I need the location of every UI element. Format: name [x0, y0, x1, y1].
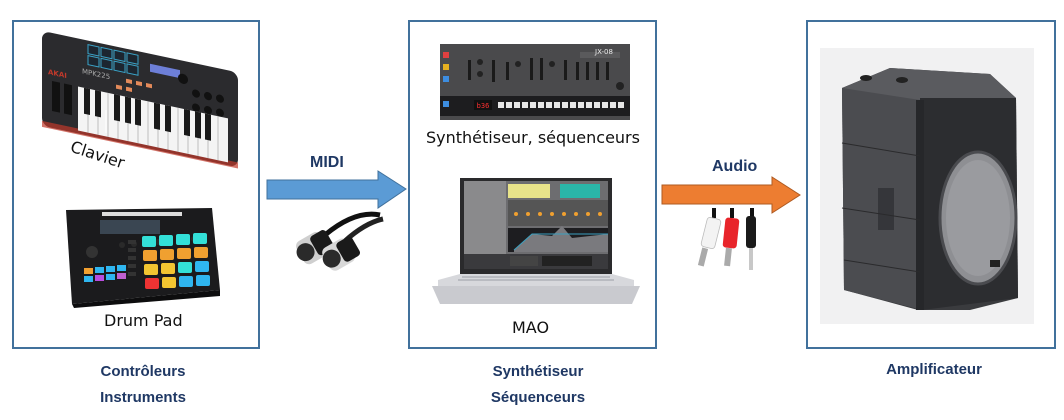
audio-arrow — [661, 176, 801, 214]
caption-synthesizer-line1: Synthétiseur — [492, 363, 584, 380]
caption-amplifier: Amplificateur — [864, 357, 1004, 383]
daw-label: MAO — [512, 318, 550, 337]
keyboard-brand: AKAI — [48, 67, 67, 80]
midi-keyboard-image: AKAI MPK225 — [42, 32, 238, 169]
synth-model: JX-08 — [594, 48, 613, 56]
synthesizer-image: JX-08 b36 — [440, 44, 630, 120]
synthesizer-label: Synthétiseur, séquenceurs — [426, 128, 640, 147]
caption-synthesizer-line2: Séquenceurs — [490, 389, 586, 406]
midi-arrow — [266, 170, 407, 209]
audio-cable-image — [697, 208, 756, 270]
midi-label: MIDI — [310, 154, 344, 171]
drum-pad-label: Drum Pad — [104, 311, 183, 330]
caption-synthesizer: Synthétiseur Séquenceurs — [470, 359, 606, 411]
midi-cable-image — [296, 211, 384, 271]
caption-controllers: Contrôleurs Instruments — [80, 359, 206, 411]
drum-pad-image — [66, 208, 220, 308]
caption-controllers-line1: Contrôleurs — [100, 363, 186, 380]
synth-display: b36 — [477, 102, 490, 110]
audio-label: Audio — [712, 158, 758, 175]
daw-laptop-image — [432, 178, 640, 304]
caption-controllers-line2: Instruments — [100, 389, 186, 406]
caption-amplifier-line1: Amplificateur — [886, 361, 982, 378]
speaker-image — [820, 48, 1034, 324]
